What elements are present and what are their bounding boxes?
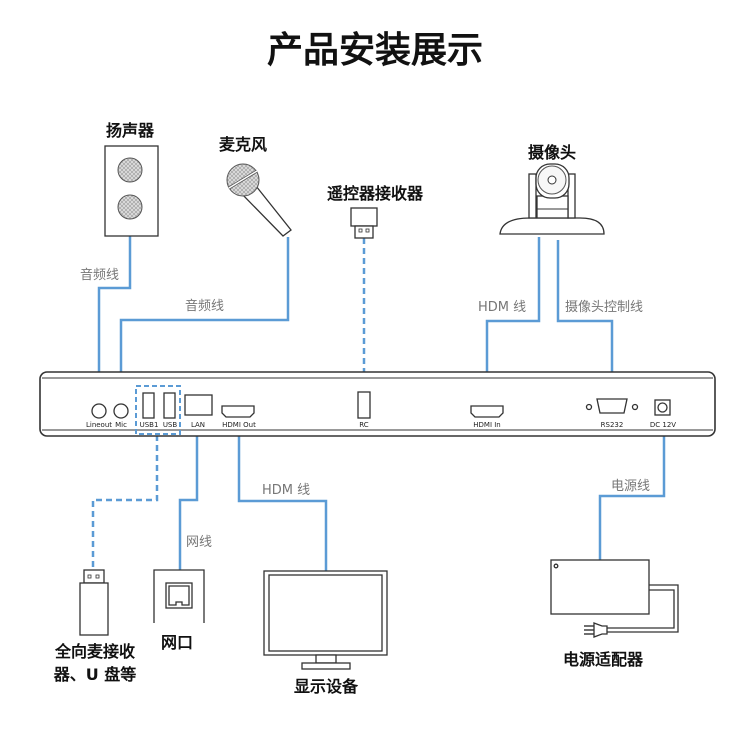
network-port-label: 网口	[161, 633, 193, 652]
hdmi-out-port-label: HDMI Out	[222, 421, 256, 429]
lan-port-label: LAN	[191, 421, 205, 429]
camera-control-cable-label: 摄像头控制线	[565, 300, 643, 315]
mic-audio-cable-label: 音频线	[185, 298, 224, 314]
remote-receiver-device: 遥控器接收器	[327, 184, 424, 239]
rs232-port-label: RS232	[601, 421, 624, 429]
hdmi-in-port-label: HDMI In	[473, 421, 500, 429]
display-device: 显示设备	[263, 570, 388, 696]
power-cable	[598, 425, 666, 560]
display-hdmi-cable	[237, 425, 328, 571]
display-label: 显示设备	[294, 677, 359, 696]
wall-plate-icon	[153, 569, 205, 623]
usb-cable	[91, 435, 159, 570]
camera-label: 摄像头	[528, 143, 576, 162]
camera-hdmi-cable	[485, 237, 541, 406]
display-hdmi-cable-label: HDM 线	[262, 483, 310, 498]
mic-port-label: Mic	[115, 421, 127, 429]
power-cable-label: 电源线	[611, 479, 650, 494]
network-cable	[178, 425, 199, 570]
speaker-device: 扬声器	[104, 121, 159, 237]
lineout-port	[91, 403, 107, 419]
usb-device: 全向麦接收 器、U 盘等	[53, 569, 137, 684]
usb2-port	[163, 392, 176, 419]
power-adapter-device: 电源适配器	[550, 559, 679, 669]
network-cable-label: 网线	[186, 535, 212, 550]
rc-port-label: RC	[359, 421, 369, 429]
remote-receiver-label: 遥控器接收器	[327, 184, 424, 203]
usb2-port-label: USB	[163, 421, 178, 429]
camera-control-cable	[556, 240, 614, 398]
main-unit-panel	[39, 371, 716, 437]
lan-port	[184, 394, 213, 416]
power-plug-icon	[593, 622, 608, 638]
usb-stick-icon	[83, 569, 105, 584]
hdmi-in-port	[470, 405, 504, 418]
microphone-label: 麦克风	[219, 135, 267, 154]
speaker-cone-icon	[117, 194, 143, 220]
dc-port-label: DC 12V	[650, 421, 676, 429]
usb1-port-label: USB1	[140, 421, 159, 429]
rc-port	[357, 391, 371, 419]
usb-dongle-icon	[350, 207, 378, 227]
page-title: 产品安装展示	[267, 30, 483, 71]
usb-group-highlight	[135, 385, 181, 435]
speaker-label: 扬声器	[106, 121, 155, 140]
adapter-body-icon	[550, 559, 650, 615]
microphone-device: 麦克风	[219, 135, 292, 237]
rs232-port	[596, 398, 628, 414]
speaker-audio-cable-label: 音频线	[80, 267, 119, 283]
network-port-device: 网口	[153, 569, 205, 652]
speaker-audio-cable	[97, 236, 132, 404]
camera-base-icon	[499, 217, 605, 235]
usb-device-label-1: 全向麦接收	[54, 642, 135, 661]
usb-device-label-2: 器、U 盘等	[53, 665, 137, 684]
mic-port	[113, 403, 129, 419]
camera-device: 摄像头	[499, 143, 605, 235]
main-unit: Lineout Mic USB1 USB LAN HDMI Out RC HDM…	[39, 371, 716, 437]
camera-lens-icon	[547, 175, 557, 185]
mic-audio-cable	[119, 237, 290, 404]
usb1-port	[142, 392, 155, 419]
speaker-cone-icon	[117, 157, 143, 183]
hdmi-out-port	[221, 405, 255, 418]
lineout-port-label: Lineout	[86, 421, 112, 429]
camera-hdmi-cable-label: HDM 线	[478, 300, 526, 315]
power-adapter-label: 电源适配器	[563, 650, 644, 669]
